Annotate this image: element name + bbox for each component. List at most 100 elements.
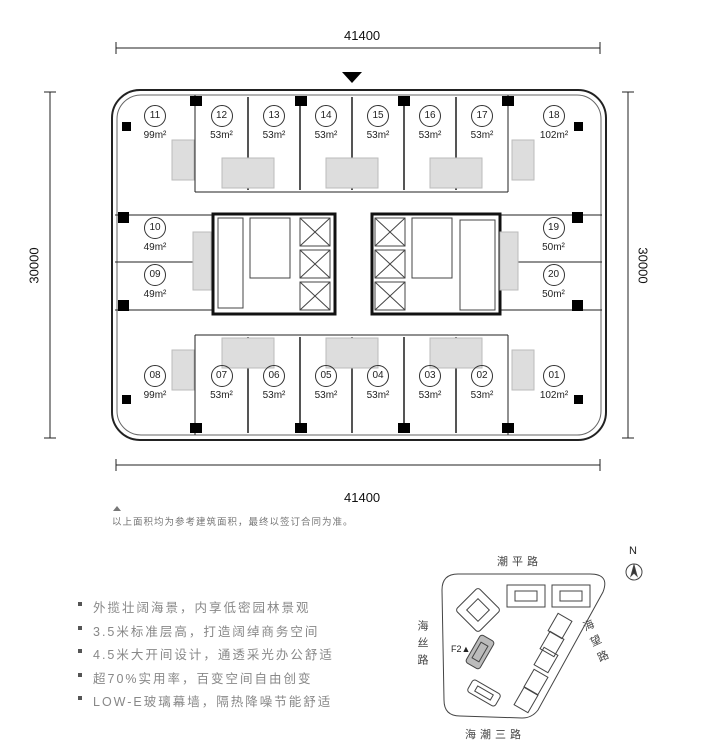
unit-area-unit: m² (221, 130, 233, 141)
unit-number: 11 (144, 105, 166, 127)
unit-16: 04 53m² (352, 355, 404, 415)
dimension-lines (44, 42, 634, 471)
unit-19: 01 102m² (508, 355, 600, 415)
dimension-bottom: 41400 (344, 490, 381, 505)
unit-area: 102m² (508, 390, 600, 401)
unit-area: 49m² (115, 289, 195, 300)
unit-area-unit: m² (429, 130, 442, 141)
unit-area: 53m² (300, 130, 352, 141)
unit-area-value: 53 (314, 130, 326, 141)
area-note: 以上面积均为参考建筑面积，最终以签订合同为准。 (112, 517, 354, 528)
unit-9: 09 49m² (115, 254, 195, 314)
unit-area: 99m² (115, 130, 195, 141)
unit-area: 53m² (456, 130, 508, 141)
unit-area-value: 50 (542, 289, 554, 300)
unit-7: 18 102m² (508, 95, 600, 155)
unit-area-unit: m² (481, 130, 494, 141)
feature-item: 外揽壮阔海景，内享低密园林景观 (78, 597, 311, 616)
unit-area: 53m² (404, 130, 456, 141)
unit-2: 13 53m² (248, 95, 300, 155)
unit-0: 11 99m² (115, 95, 195, 155)
unit-area: 50m² (505, 289, 602, 300)
unit-area-value: 53 (366, 130, 378, 141)
dimension-top: 41400 (344, 28, 381, 43)
note-triangle-icon (113, 506, 121, 511)
unit-area-value: 53 (470, 130, 482, 141)
unit-area-unit: m² (325, 390, 338, 401)
unit-area-unit: m² (154, 130, 167, 141)
dimension-left: 30000 (26, 247, 42, 284)
unit-area: 53m² (248, 130, 300, 141)
unit-number: 12 (210, 105, 233, 127)
road-north: 潮平路 (497, 556, 542, 568)
unit-number: 06 (263, 365, 285, 387)
unit-area-value: 53 (314, 390, 326, 401)
unit-number: 18 (543, 105, 565, 127)
unit-area-unit: m² (553, 242, 565, 253)
unit-area-unit: m² (553, 289, 565, 300)
unit-area-value: 53 (210, 130, 222, 141)
unit-number: 05 (315, 365, 337, 387)
unit-area-value: 50 (542, 242, 554, 253)
unit-15: 05 53m² (300, 355, 352, 415)
unit-1: 12 53m² (195, 95, 248, 155)
unit-area-value: 102 (539, 390, 557, 401)
unit-area: 53m² (248, 390, 300, 401)
unit-17: 03 53m² (404, 355, 456, 415)
unit-area-unit: m² (325, 130, 338, 141)
unit-area-value: 53 (366, 390, 378, 401)
unit-area-value: 102 (539, 130, 557, 141)
unit-number: 14 (315, 105, 337, 127)
unit-13: 07 53m² (195, 355, 248, 415)
unit-area-unit: m² (556, 130, 569, 141)
unit-area-value: 53 (470, 390, 482, 401)
unit-number: 13 (263, 105, 285, 127)
unit-area-value: 99 (143, 390, 155, 401)
unit-14: 06 53m² (248, 355, 300, 415)
unit-area-unit: m² (221, 390, 233, 401)
unit-number: 09 (144, 264, 166, 286)
unit-number: 16 (419, 105, 441, 127)
feature-item: 4.5米大开间设计，通透采光办公舒适 (78, 644, 334, 663)
unit-number: 08 (144, 365, 166, 387)
unit-area: 53m² (195, 130, 248, 141)
unit-number: 03 (419, 365, 441, 387)
unit-area: 102m² (508, 130, 600, 141)
feature-item: 3.5米标准层高，打造阔绰商务空间 (78, 621, 319, 640)
building-label: F2▲ (451, 644, 471, 654)
unit-number: 20 (542, 264, 565, 286)
unit-area: 49m² (115, 242, 195, 253)
unit-area: 53m² (352, 390, 404, 401)
unit-number: 01 (543, 365, 565, 387)
unit-area-value: 53 (418, 390, 430, 401)
unit-area-unit: m² (556, 390, 569, 401)
unit-area-value: 49 (143, 289, 155, 300)
north-label: N (629, 545, 637, 557)
unit-area-unit: m² (377, 390, 390, 401)
unit-area: 53m² (352, 130, 404, 141)
unit-area: 50m² (505, 242, 602, 253)
dimension-right: 30000 (635, 247, 651, 284)
feature-item: LOW-E玻璃幕墙，隔热降噪节能舒适 (78, 691, 332, 710)
unit-area-value: 53 (262, 130, 274, 141)
unit-12: 08 99m² (115, 355, 195, 415)
unit-area: 53m² (195, 390, 248, 401)
feature-item: 超70%实用率，百变空间自由创变 (78, 668, 313, 687)
unit-area-value: 53 (418, 130, 430, 141)
unit-area: 53m² (404, 390, 456, 401)
unit-number: 04 (367, 365, 389, 387)
unit-area-value: 53 (210, 390, 222, 401)
unit-number: 07 (210, 365, 233, 387)
unit-area: 99m² (115, 390, 195, 401)
building-f2 (465, 634, 495, 670)
unit-area-unit: m² (154, 242, 167, 253)
entrance-marker-icon (342, 72, 362, 83)
unit-area-value: 49 (143, 242, 155, 253)
unit-11: 20 50m² (505, 254, 602, 314)
road-west: 海丝路 (416, 620, 428, 671)
